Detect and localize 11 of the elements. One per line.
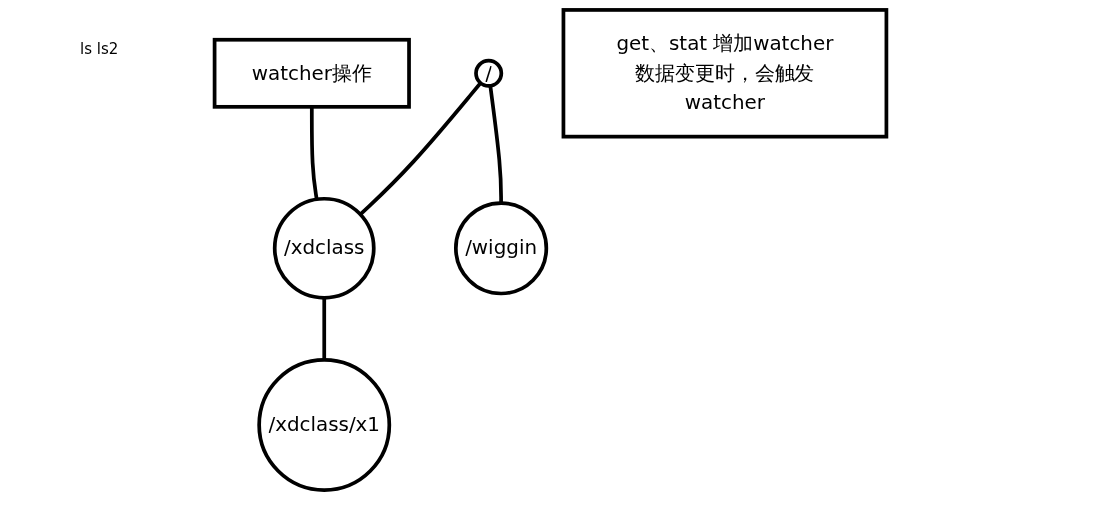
connector (309, 106, 319, 200)
connector (359, 81, 482, 216)
node-box: get、stat 增加watcher 数据变更时，会触发watcher (561, 8, 889, 139)
note-text: ls ls2 (80, 40, 119, 58)
node-circle: /xdclass/x1 (257, 358, 392, 492)
connector (322, 297, 327, 360)
node-box: watcher操作 (212, 37, 411, 109)
node-circle: / (474, 58, 504, 88)
node-circle: /wiggin (454, 201, 549, 296)
connector (488, 85, 503, 204)
node-circle: /xdclass (272, 196, 376, 300)
